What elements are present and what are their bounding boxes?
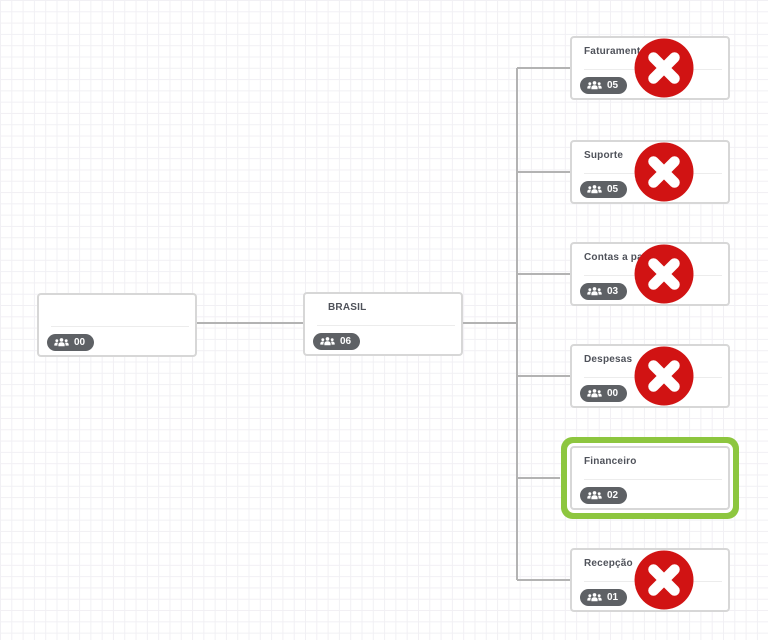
remove-node-button-recepcao[interactable] xyxy=(634,550,694,610)
connector-line xyxy=(516,68,518,580)
connector-line xyxy=(517,171,570,173)
org-node-financeiro[interactable]: Financeiro 02 xyxy=(570,446,730,510)
node-divider xyxy=(317,325,455,326)
connector-line xyxy=(517,579,570,581)
member-count-badge: 00 xyxy=(580,385,628,402)
people-group-icon xyxy=(320,337,335,346)
member-count: 05 xyxy=(607,79,619,91)
connector-line xyxy=(517,375,570,377)
close-x-icon xyxy=(634,550,694,610)
connector-line xyxy=(517,67,570,69)
member-count-badge: 00 xyxy=(47,334,95,351)
node-title: Financeiro xyxy=(584,456,637,467)
member-count-badge: 01 xyxy=(580,589,628,606)
org-node-root[interactable]: 00 xyxy=(37,293,197,357)
people-group-icon xyxy=(587,593,602,602)
org-node-brasil[interactable]: BRASIL 06 xyxy=(303,292,463,356)
remove-node-button-contas-a-pagar[interactable] xyxy=(634,244,694,304)
member-count-badge: 06 xyxy=(313,333,361,350)
remove-node-button-despesas[interactable] xyxy=(634,346,694,406)
connector-line xyxy=(463,322,517,324)
member-count: 02 xyxy=(607,489,619,501)
node-title: Suporte xyxy=(584,150,624,161)
member-count: 01 xyxy=(607,591,619,603)
people-group-icon xyxy=(587,389,602,398)
member-count: 06 xyxy=(340,335,352,347)
node-title: Faturamento xyxy=(584,46,647,57)
connector-line xyxy=(197,322,303,324)
member-count: 00 xyxy=(74,336,86,348)
connector-line xyxy=(517,273,570,275)
people-group-icon xyxy=(587,287,602,296)
node-title: Despesas xyxy=(584,354,633,365)
member-count: 03 xyxy=(607,285,619,297)
people-group-icon xyxy=(587,81,602,90)
member-count-badge: 05 xyxy=(580,77,628,94)
connector-line xyxy=(517,477,560,479)
node-divider xyxy=(51,326,189,327)
close-x-icon xyxy=(634,38,694,98)
node-title: Recepção xyxy=(584,558,633,569)
member-count: 05 xyxy=(607,183,619,195)
remove-node-button-faturamento[interactable] xyxy=(634,38,694,98)
people-group-icon xyxy=(54,338,69,347)
member-count-badge: 02 xyxy=(580,487,628,504)
node-title: BRASIL xyxy=(328,302,367,313)
member-count: 00 xyxy=(607,387,619,399)
node-divider xyxy=(584,479,722,480)
member-count-badge: 05 xyxy=(580,181,628,198)
people-group-icon xyxy=(587,491,602,500)
remove-node-button-suporte[interactable] xyxy=(634,142,694,202)
people-group-icon xyxy=(587,185,602,194)
close-x-icon xyxy=(634,346,694,406)
node-title: Contas a pagar xyxy=(584,252,660,263)
member-count-badge: 03 xyxy=(580,283,628,300)
close-x-icon xyxy=(634,244,694,304)
close-x-icon xyxy=(634,142,694,202)
